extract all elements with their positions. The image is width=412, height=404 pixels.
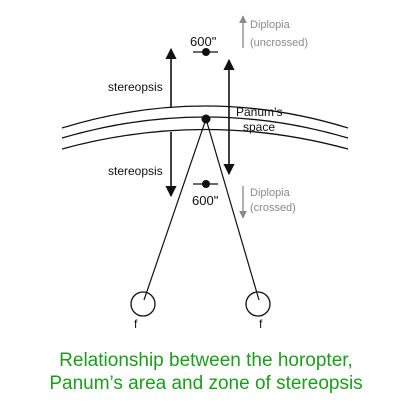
stereopsis-label-top: stereopsis — [108, 80, 163, 94]
angle-label-top: 600" — [190, 34, 217, 49]
visual-line-left — [143, 118, 207, 301]
diplopia-crossed-label-line2: (crossed) — [250, 202, 296, 214]
horopter-curves — [61, 105, 349, 150]
diplopia-crossed-label-line1: Diplopia — [250, 187, 291, 199]
caption-line-2: Panum’s area and zone of stereopsis — [49, 373, 363, 394]
angle-label-bottom: 600" — [192, 193, 219, 208]
stereopsis-label-bottom: stereopsis — [108, 164, 163, 178]
diplopia-uncrossed-label-line2: (uncrossed) — [250, 37, 308, 49]
angle-marker-top — [193, 48, 218, 56]
panum-label-line1: Panum’s — [236, 105, 282, 119]
eye-right-label: f — [259, 317, 263, 331]
diplopia-uncrossed-label-line1: Diplopia — [250, 19, 291, 31]
horopter-curve-inner — [61, 128, 349, 150]
horopter-curve-outer — [61, 105, 349, 129]
panum-label-line2: space — [243, 120, 275, 134]
angle-marker-bottom — [193, 180, 218, 188]
eye-right — [245, 291, 271, 317]
caption-line-1: Relationship between the horopter, — [59, 350, 353, 371]
eye-left-label: f — [134, 317, 138, 331]
visual-line-right — [205, 118, 260, 301]
eye-left — [130, 291, 156, 317]
